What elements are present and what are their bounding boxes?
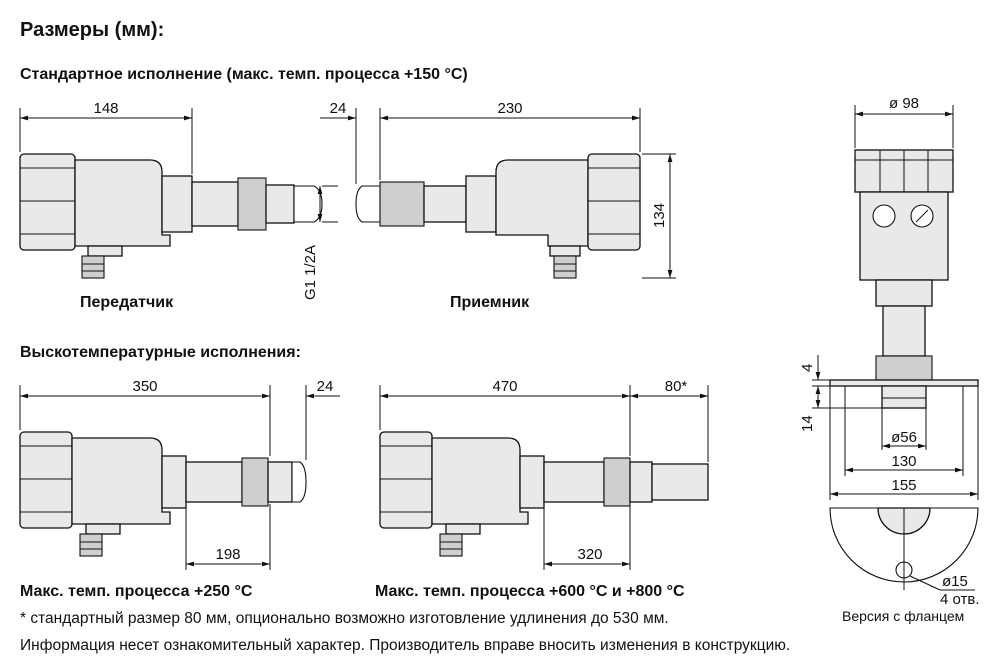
dim-24-standard: 24 <box>330 100 347 117</box>
dim-134: 134 <box>651 203 668 228</box>
label-receiver: Приемник <box>450 294 530 311</box>
dim-130: 130 <box>891 453 916 470</box>
page-title: Размеры (мм): <box>20 19 165 41</box>
label-flange-version: Версия с фланцем <box>842 608 965 624</box>
dim-4: 4 <box>799 364 816 372</box>
receiver-drawing <box>355 153 641 279</box>
section-standard-heading: Стандартное исполнение (макс. темп. проц… <box>20 66 468 83</box>
dim-350: 350 <box>132 378 157 395</box>
dim-80: 80* <box>665 378 688 395</box>
dim-148: 148 <box>93 100 118 117</box>
label-max250: Макс. темп. процесса +250 °C <box>20 583 253 600</box>
dim-24-hightemp: 24 <box>317 378 334 395</box>
dim-230: 230 <box>497 100 522 117</box>
hightemp-600-drawing <box>379 431 709 557</box>
dim-155: 155 <box>891 477 916 494</box>
transmitter-drawing <box>19 153 323 279</box>
disclaimer: Информация несет ознакомительный характе… <box>20 637 791 654</box>
hightemp-250-drawing <box>19 431 307 557</box>
label-max600: Макс. темп. процесса +600 °C и +800 °C <box>375 583 685 600</box>
label-transmitter: Передатчик <box>80 294 174 311</box>
dim-thread: G1 1/2A <box>302 245 319 300</box>
section-hightemp-heading: Выскотемпературные исполнения: <box>20 344 301 361</box>
dim-320: 320 <box>577 546 602 563</box>
dim-470: 470 <box>492 378 517 395</box>
dim-holes: 4 отв. <box>940 591 980 608</box>
footnote: * стандартный размер 80 мм, опционально … <box>20 610 669 627</box>
dim-14: 14 <box>799 415 816 432</box>
dim-198: 198 <box>215 546 240 563</box>
dim-dia56: ø56 <box>891 429 917 446</box>
dim-dia15: ø15 <box>942 573 968 590</box>
dim-dia98: ø 98 <box>889 95 919 112</box>
flange-version-drawing <box>829 149 979 583</box>
